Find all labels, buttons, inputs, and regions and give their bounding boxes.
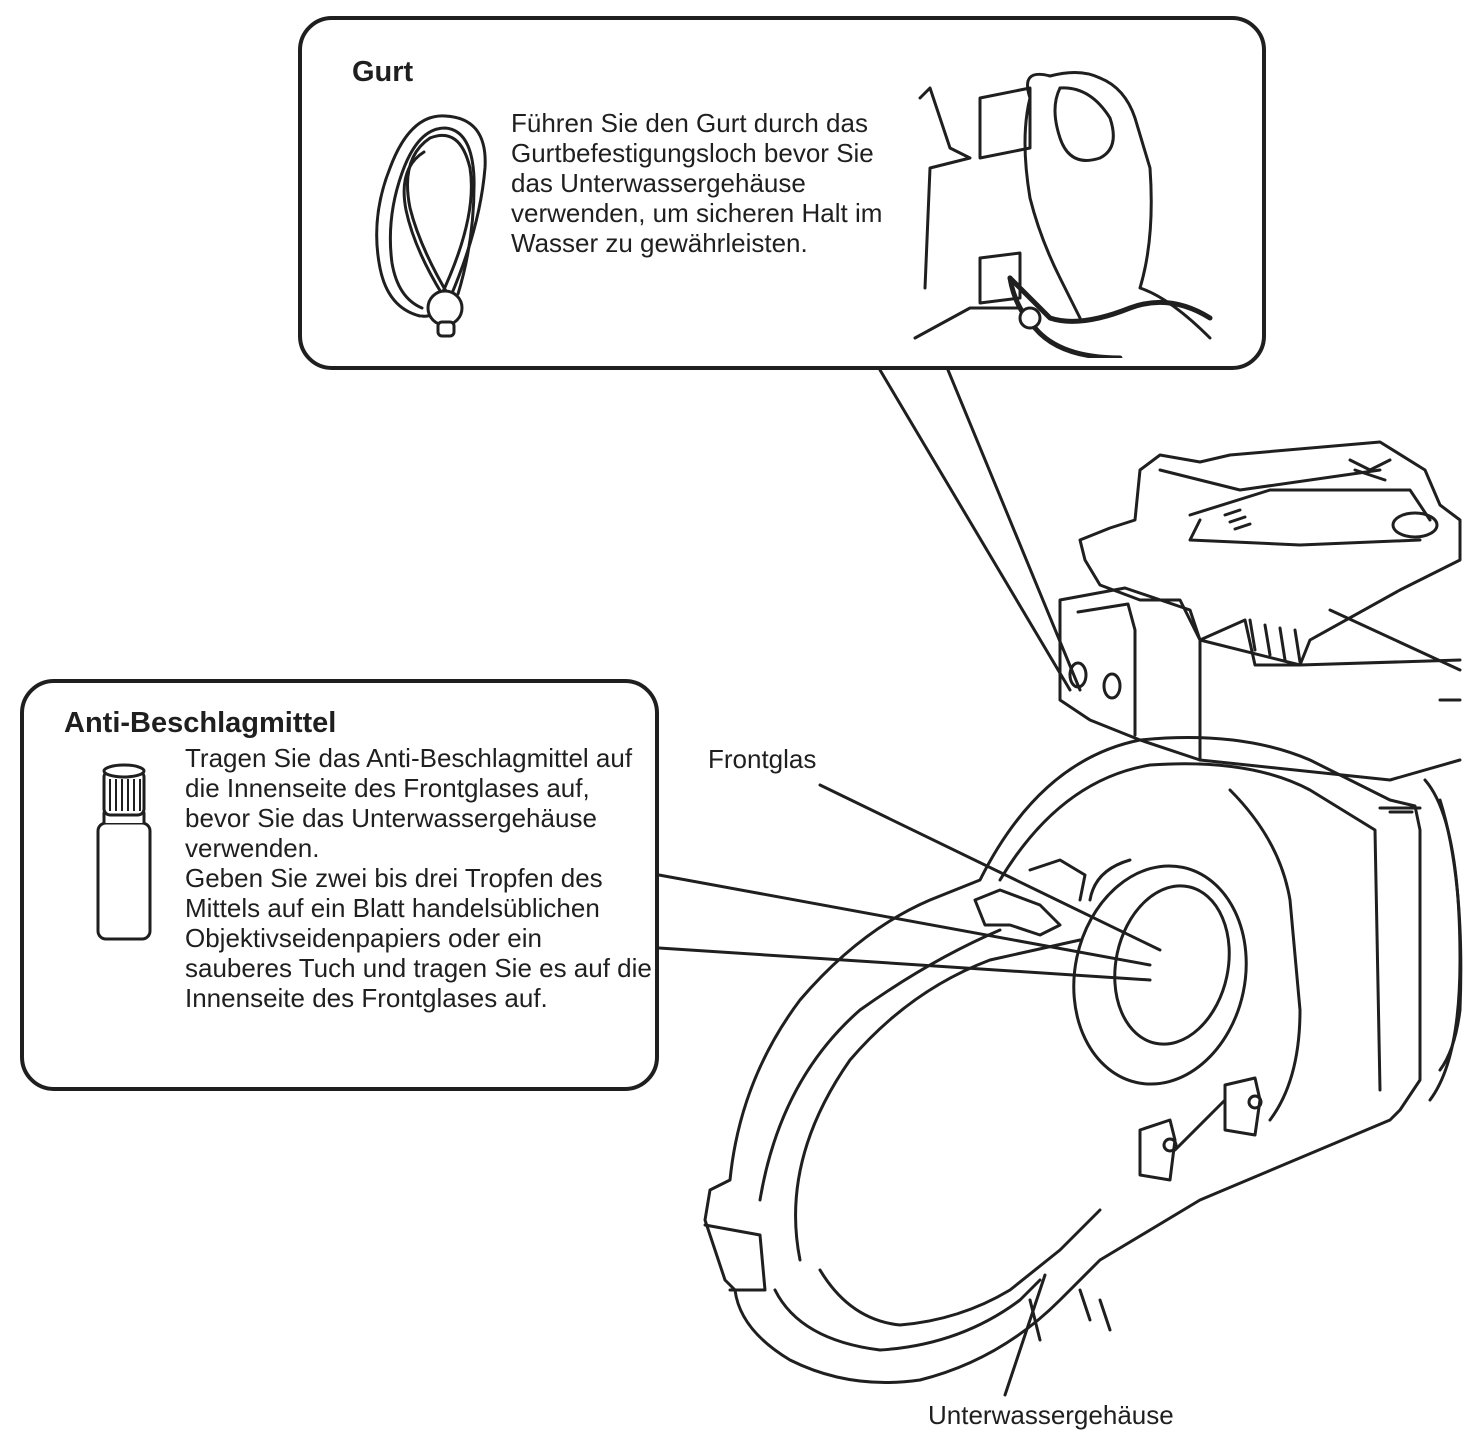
antifog-callout: Anti-Beschlagmittel Tragen Sie das Anti-… <box>20 679 659 1091</box>
front-glass <box>1113 884 1231 1046</box>
hand-attaching-strap-icon <box>913 71 1213 358</box>
strap-callout-pointer <box>878 368 1082 692</box>
latch-right <box>1223 1076 1262 1137</box>
housing-leader <box>1003 1273 1047 1397</box>
front-glass-outer <box>1072 864 1248 1086</box>
housing-label: Unterwassergehäuse <box>928 1400 1174 1430</box>
antifog-callout-pointer <box>657 873 1152 982</box>
antifog-instruction-drops: Geben Sie zwei bis drei Tropfen des Mitt… <box>185 863 652 1013</box>
strap-hole-right <box>1102 672 1122 700</box>
strap-callout: Gurt Führen Sie den Gurt durch das Gurtb… <box>298 16 1266 370</box>
strap-heading: Gurt <box>352 56 414 88</box>
antifog-instruction-apply: Tragen Sie das Anti-Beschlagmittel auf d… <box>185 743 633 863</box>
antifog-instructions: Tragen Sie das Anti-Beschlagmittel auf d… <box>185 743 655 1013</box>
front-glass-leader <box>818 783 1162 952</box>
strap-hole-left <box>1068 661 1088 689</box>
front-glass-label: Frontglas <box>708 744 817 774</box>
antifog-heading: Anti-Beschlagmittel <box>64 707 337 739</box>
housing-front-outline <box>703 736 1422 1384</box>
latch-left <box>1138 1118 1177 1182</box>
strap-loop-icon <box>375 114 487 338</box>
strap-instructions: Führen Sie den Gurt durch das Gurtbefest… <box>511 108 883 258</box>
housing-top-mechanism <box>1078 440 1462 667</box>
antifog-bottle-icon <box>96 763 152 941</box>
